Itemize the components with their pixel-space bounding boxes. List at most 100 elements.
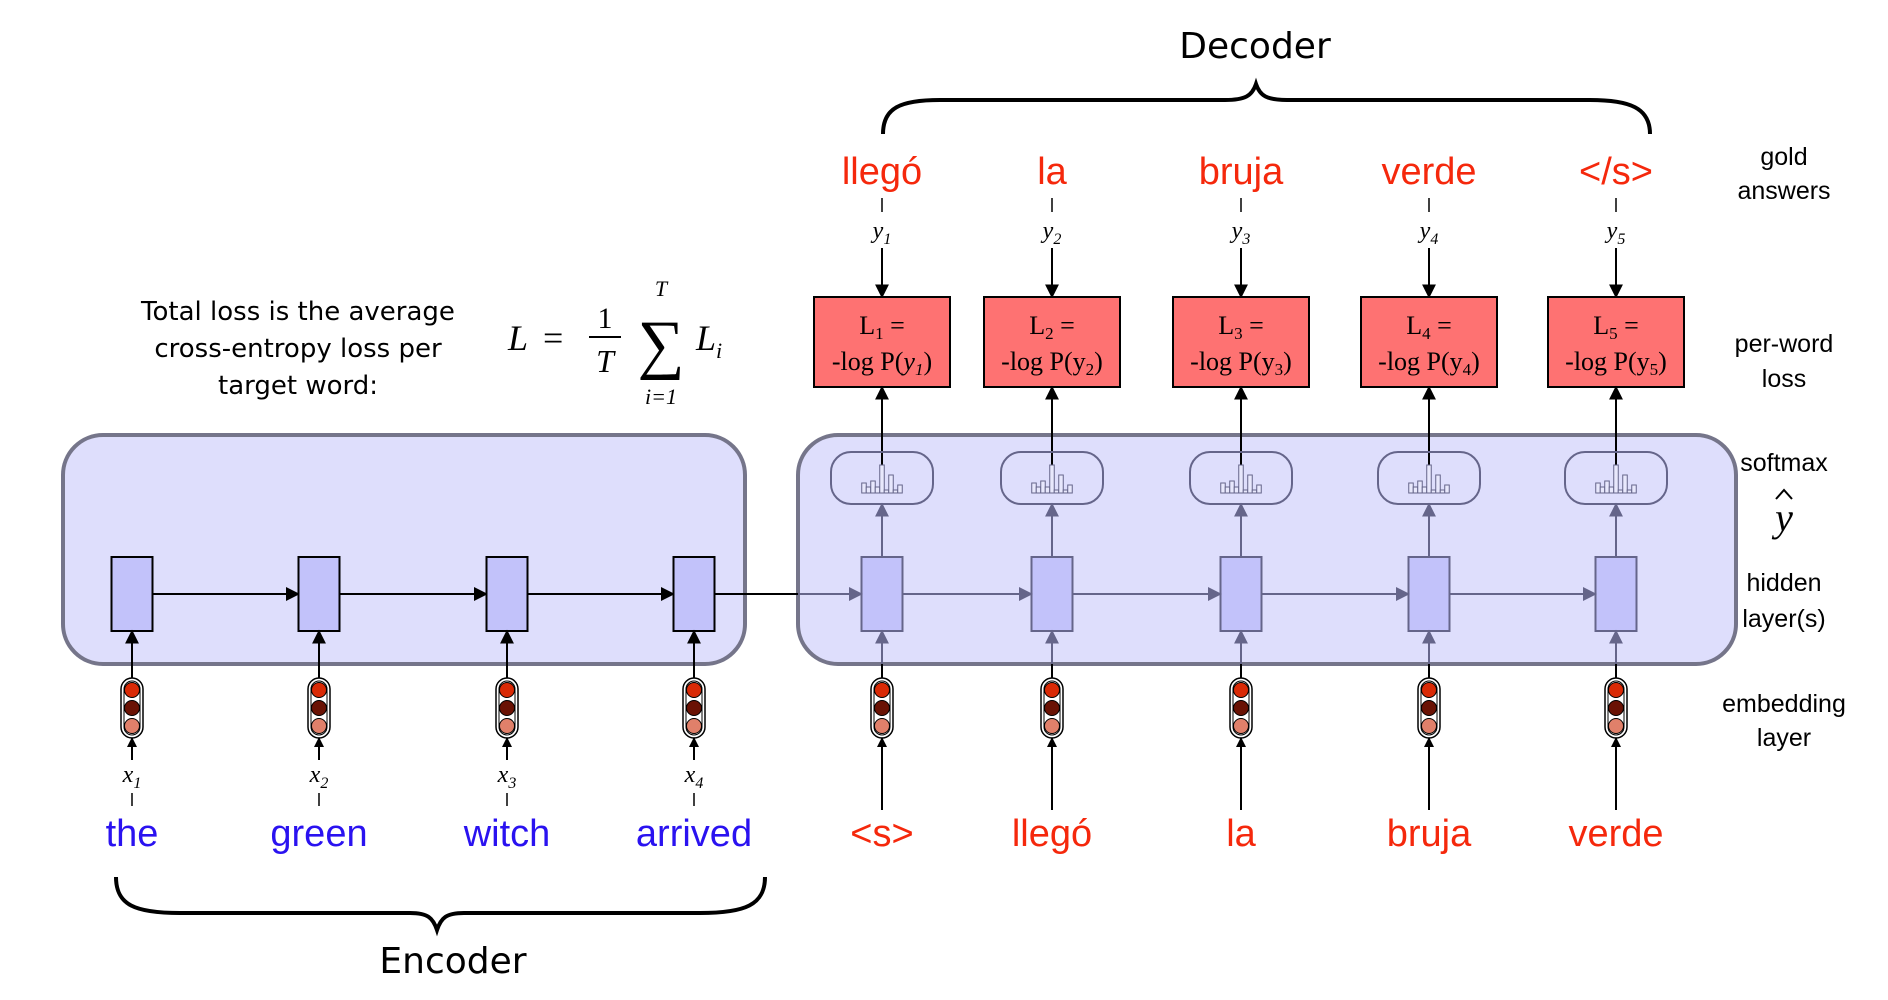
embedding-unit	[1233, 682, 1249, 698]
embedding-unit	[499, 718, 515, 734]
gold-variable: y4	[1418, 218, 1439, 248]
decoder-input-word: bruja	[1387, 813, 1472, 855]
decoder-input-word: llegó	[1012, 813, 1092, 855]
softmax-bar	[1435, 474, 1441, 494]
loss-note-line: target word:	[218, 371, 378, 401]
embedding-unit	[1044, 682, 1060, 698]
embedding-unit	[1421, 718, 1437, 734]
softmax-bar	[1238, 464, 1244, 494]
formula-numerator: 1	[598, 302, 613, 335]
embedding-vector	[870, 677, 894, 739]
embedding-vector	[120, 677, 144, 739]
embedding-vector	[1040, 677, 1064, 739]
softmax-bar	[870, 480, 876, 494]
gold-variable: y5	[1605, 218, 1626, 248]
total-loss-formula: L = 1 T T ∑ i=1 Li	[507, 276, 722, 409]
per-word-loss-box	[1360, 296, 1498, 388]
loss-expression: -log P(y1)	[832, 347, 932, 379]
softmax-bar	[1058, 474, 1064, 494]
encoder-hidden-state	[110, 556, 154, 632]
label-loss: loss	[1762, 365, 1806, 393]
per-word-loss-box	[1547, 296, 1685, 388]
loss-note-line: cross-entropy loss per	[154, 334, 442, 364]
formula-summand: Li	[695, 318, 722, 363]
loss-name: L1 =	[859, 311, 905, 343]
softmax-bar	[1408, 482, 1414, 494]
sigma-icon: ∑	[637, 308, 684, 381]
embedding-vector	[1229, 677, 1253, 739]
softmax-bar	[897, 484, 903, 494]
softmax-bar	[879, 464, 885, 494]
embedding-unit	[1233, 718, 1249, 734]
loss-name: L3 =	[1218, 311, 1264, 343]
decoder-hidden-state	[860, 556, 904, 632]
label-loss: per-word	[1735, 330, 1834, 358]
loss-expression: -log P(y5)	[1565, 347, 1667, 379]
softmax-bar	[1613, 464, 1619, 494]
encoder-region	[61, 433, 747, 666]
decoder-hidden-state	[1407, 556, 1451, 632]
softmax-bar	[1617, 489, 1624, 494]
softmax-bar	[1031, 482, 1037, 494]
softmax-bar	[1599, 486, 1606, 494]
softmax-bar	[1444, 484, 1450, 494]
softmax-bar	[874, 486, 881, 494]
softmax-bar	[1247, 474, 1253, 494]
embedding-unit	[499, 682, 515, 698]
softmax-bar	[1430, 489, 1437, 494]
label-embedding: layer	[1757, 724, 1811, 752]
embedding-unit	[1044, 718, 1060, 734]
gold-word: la	[1037, 151, 1067, 193]
softmax-bar	[1251, 489, 1258, 494]
label-softmax: softmax	[1740, 449, 1828, 477]
hat-icon	[1775, 488, 1793, 500]
label-gold: gold	[1760, 143, 1807, 171]
encoder-hidden-state	[672, 556, 716, 632]
embedding-unit	[311, 718, 327, 734]
decoder-hidden-state	[1030, 556, 1074, 632]
formula-lhs: L	[507, 318, 528, 358]
per-word-loss-box	[983, 296, 1121, 388]
gold-variable: y2	[1041, 218, 1062, 248]
embedding-vector	[307, 677, 331, 739]
softmax-bar	[1049, 464, 1055, 494]
softmax-bar	[1220, 482, 1226, 494]
embedding-vector	[495, 677, 519, 739]
formula-sum-upper: T	[655, 276, 669, 301]
encoder-hidden-state	[485, 556, 529, 632]
source-word: the	[106, 813, 159, 855]
embedding-unit	[1608, 718, 1624, 734]
softmax-bar	[1224, 486, 1231, 494]
softmax-bar	[1417, 480, 1423, 494]
softmax-bar	[1035, 486, 1042, 494]
gold-word: </s>	[1579, 151, 1653, 193]
softmax-bar	[1062, 489, 1069, 494]
softmax-distribution	[1564, 451, 1668, 505]
embedding-unit	[1608, 700, 1624, 716]
gold-variable: y1	[871, 218, 892, 248]
embedding-unit	[1044, 700, 1060, 716]
gold-word: verde	[1381, 151, 1476, 193]
label-hidden: layer(s)	[1742, 605, 1825, 633]
softmax-bar	[1604, 480, 1610, 494]
gold-word: bruja	[1199, 151, 1284, 193]
formula-denominator: T	[596, 343, 616, 379]
loss-note: Total loss is the average cross-entropy …	[140, 297, 455, 401]
softmax-bar	[1053, 489, 1060, 494]
decoder-hidden-state	[1219, 556, 1263, 632]
embedding-unit	[1421, 700, 1437, 716]
embedding-unit	[124, 718, 140, 734]
softmax-bar	[1412, 486, 1419, 494]
label-embedding: embedding	[1722, 690, 1846, 718]
embedding-unit	[1608, 682, 1624, 698]
